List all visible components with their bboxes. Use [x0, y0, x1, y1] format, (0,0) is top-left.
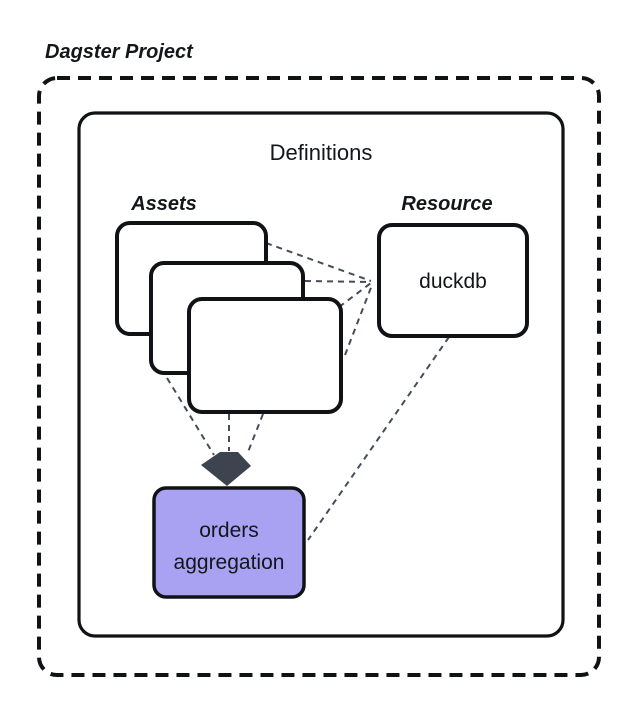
edge-duckdb-orders-aggregation [307, 336, 450, 541]
edge-asset3-duckdb-lower [344, 284, 373, 356]
orders-aggregation-box-border [152, 486, 306, 599]
edge-asset3-duckdb-upper [338, 282, 372, 308]
duckdb-node: duckdb [377, 223, 529, 338]
dagster-project-border [37, 76, 601, 677]
duckdb-box-border [377, 223, 529, 338]
asset-card-3 [187, 297, 343, 414]
edge-asset2-duckdb [304, 280, 372, 283]
edge-asset1-orders-aggregation [166, 377, 215, 456]
orders-aggregation-label-line2: aggregation [174, 551, 285, 574]
resource-group-label: Resource [401, 193, 492, 215]
edge-asset1-duckdb [265, 242, 372, 282]
asset-stack [115, 221, 343, 414]
arrowhead-icon [201, 452, 251, 486]
definitions-label: Definitions [270, 140, 373, 165]
assets-group-label: Assets [130, 193, 197, 215]
diagram-title: Dagster Project [45, 41, 194, 63]
duckdb-label: duckdb [419, 270, 487, 293]
edge-asset3-orders-aggregation [247, 413, 264, 453]
duckdb-box [379, 225, 527, 336]
edge-group [166, 242, 450, 541]
orders-aggregation-label-line1: orders [199, 519, 259, 542]
orders-aggregation-box [154, 488, 304, 597]
orders-aggregation-node: orders aggregation [152, 486, 306, 599]
